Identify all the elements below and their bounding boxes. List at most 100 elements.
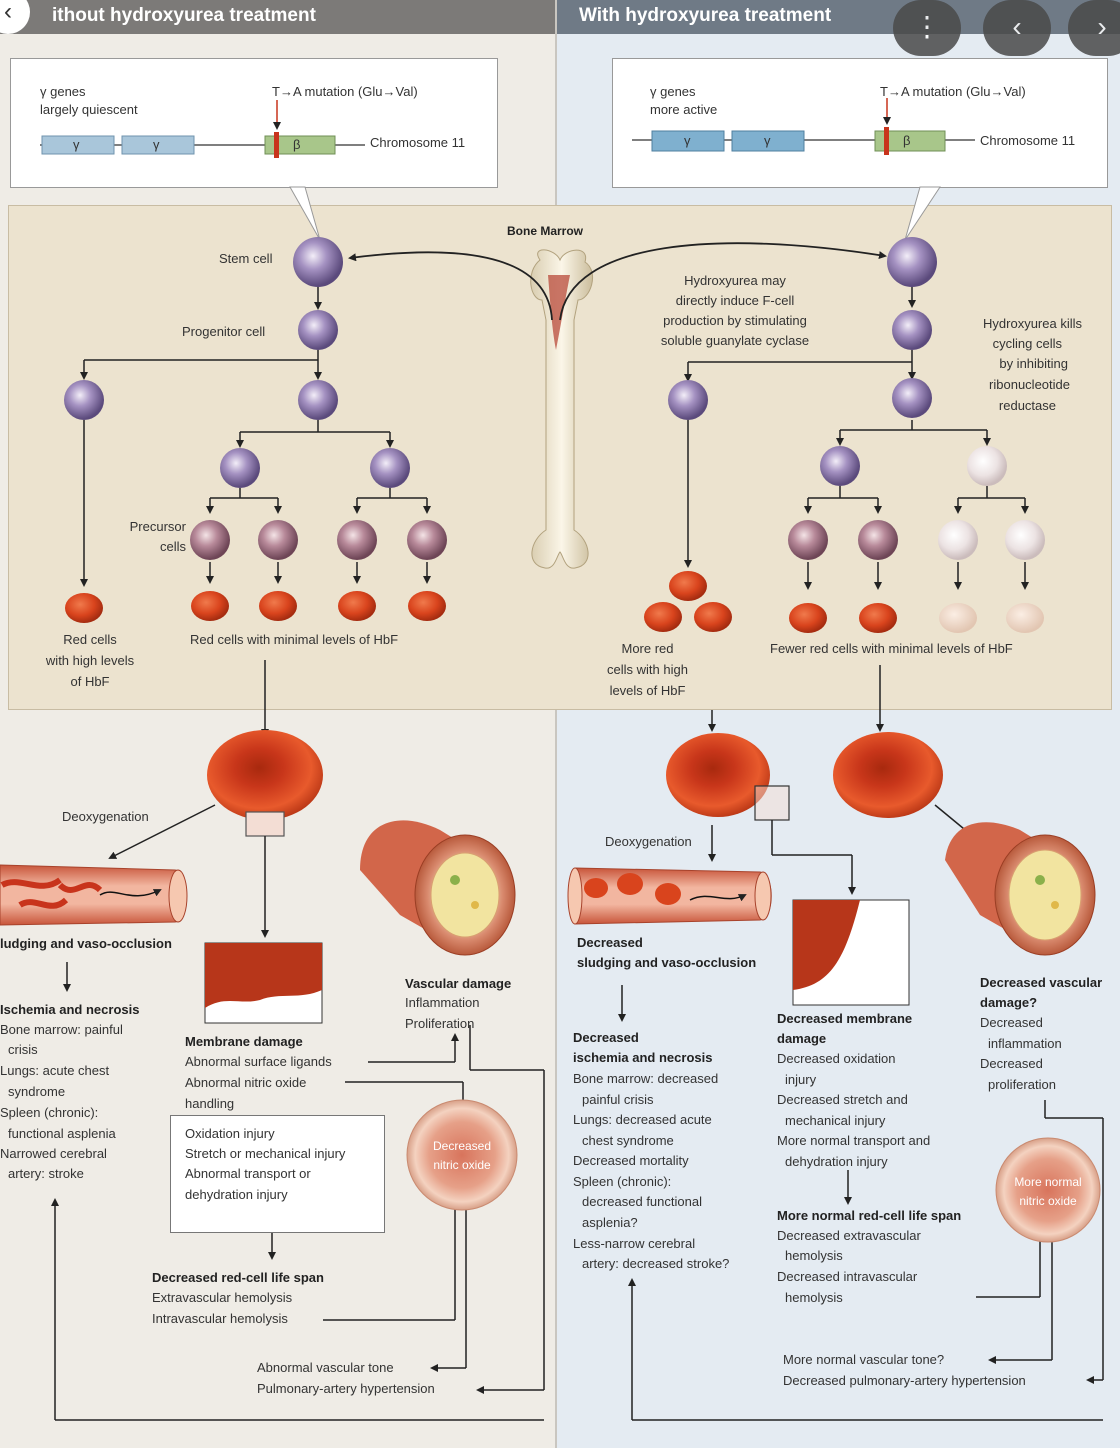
membrane-line: More normal transport and <box>777 1133 931 1148</box>
mutation-label: T→A mutation (Glu→Val) <box>880 84 1026 99</box>
more-options-button[interactable]: ⋮ <box>893 0 961 56</box>
ischemia-line: painful crisis <box>582 1092 654 1107</box>
outcome-line: Pulmonary-artery hypertension <box>257 1381 435 1396</box>
membrane-line: Abnormal nitric oxide <box>185 1075 307 1090</box>
outcome-line: Abnormal vascular tone <box>257 1360 394 1375</box>
sludging-label: ludging and vaso-occlusion <box>0 936 172 951</box>
lifespan-title: Decreased red-cell life span <box>152 1270 324 1285</box>
ischemia-line: syndrome <box>8 1084 66 1099</box>
vascular-line: Proliferation <box>405 1016 475 1031</box>
right-high-hbf-label: levels of HbF <box>609 683 686 698</box>
gamma-genes-note: largely quiescent <box>40 102 138 117</box>
lifespan-line: Intravascular hemolysis <box>152 1311 288 1326</box>
right-membrane-detail <box>792 899 910 1006</box>
progenitor-cell <box>220 448 260 488</box>
gamma-gene-box <box>731 130 805 152</box>
precursor-cells-label: cells <box>159 539 186 554</box>
injury-line: Oxidation injury <box>185 1126 275 1141</box>
mutation-marker <box>274 132 279 158</box>
red-cell <box>694 602 732 632</box>
ischemia-title: ischemia and necrosis <box>573 1050 713 1065</box>
lifespan-line: hemolysis <box>785 1290 843 1305</box>
kills-note: Hydroxyurea kills <box>983 316 1082 331</box>
beta-gene-label: β <box>293 137 301 152</box>
membrane-damage-title: damage <box>777 1031 827 1046</box>
left-panel-title: ithout hydroxyurea treatment <box>0 0 555 34</box>
gamma-gene-label: γ <box>684 133 691 148</box>
right-vessel-cross-section <box>945 822 1096 956</box>
precursor-cell <box>858 520 898 560</box>
left-sickled-vessel <box>0 864 188 926</box>
ischemia-line: artery: stroke <box>8 1166 84 1181</box>
previous-image-button[interactable]: ‹ <box>983 0 1051 56</box>
kills-note: reductase <box>998 398 1056 413</box>
right-nitric-oxide-vessel <box>995 1137 1101 1243</box>
deoxygenation-label: Deoxygenation <box>605 834 692 849</box>
nitric-oxide-label: nitric oxide <box>1019 1194 1077 1208</box>
beta-gene-box <box>874 130 946 152</box>
vascular-damage-title: Decreased vascular <box>980 975 1103 990</box>
vascular-line: proliferation <box>988 1077 1056 1092</box>
kills-note: by inhibiting <box>999 356 1068 371</box>
precursor-cell <box>258 520 298 560</box>
right-high-hbf-label: More red <box>621 641 674 656</box>
right-marrow-cells <box>644 237 1045 633</box>
gamma-gene-label: γ <box>764 133 771 148</box>
ischemia-title: Ischemia and necrosis <box>0 1002 140 1017</box>
ischemia-line: artery: decreased stroke? <box>582 1256 730 1271</box>
membrane-line: Decreased oxidation <box>777 1051 896 1066</box>
ischemia-line: Decreased mortality <box>573 1153 689 1168</box>
vascular-line: Inflammation <box>405 995 480 1010</box>
progenitor-cell <box>892 310 932 350</box>
sludging-label: sludging and vaso-occlusion <box>577 955 757 970</box>
left-membrane-detail <box>204 942 323 1024</box>
gamma-genes-note: γ genes <box>40 84 86 99</box>
injury-line: Abnormal transport or <box>185 1166 311 1181</box>
lifespan-line: Extravascular hemolysis <box>152 1290 293 1305</box>
ischemia-line: Less-narrow cerebral <box>573 1236 696 1251</box>
mutation-label: T→A mutation (Glu→Val) <box>272 84 418 99</box>
ischemia-line: Bone marrow: decreased <box>573 1071 719 1086</box>
membrane-line: Abnormal surface ligands <box>185 1054 332 1069</box>
killed-cell <box>1005 520 1045 560</box>
progenitor-cell <box>298 310 338 350</box>
vascular-damage-title: Vascular damage <box>405 976 512 991</box>
progenitor-cell-label: Progenitor cell <box>182 324 266 339</box>
right-chromosome-map <box>632 98 975 155</box>
kills-note: cycling cells <box>992 336 1062 351</box>
ischemia-title: Decreased <box>573 1030 639 1045</box>
membrane-line: dehydration injury <box>785 1154 888 1169</box>
membrane-line: handling <box>185 1096 235 1111</box>
red-cell <box>669 571 707 601</box>
gamma-gene-label: γ <box>153 137 160 152</box>
vascular-line: Decreased <box>980 1056 1043 1071</box>
progenitor-cell <box>64 380 104 420</box>
lifespan-line: Decreased intravascular <box>777 1269 918 1284</box>
precursor-cell <box>337 520 377 560</box>
red-cell <box>408 591 446 621</box>
injury-box <box>170 1115 385 1233</box>
precursor-cell <box>190 520 230 560</box>
membrane-line: injury <box>785 1072 817 1087</box>
next-image-button[interactable]: › <box>1068 0 1120 56</box>
red-cell <box>859 603 897 633</box>
bone-illustration <box>530 249 594 569</box>
panel-divider <box>555 0 557 1448</box>
kills-note: ribonucleotide <box>989 377 1070 392</box>
ischemia-line: Narrowed cerebral <box>0 1146 107 1161</box>
right-big-red-cells <box>666 732 943 821</box>
progenitor-cell <box>892 378 932 418</box>
outcome-line: More normal vascular tone? <box>783 1352 945 1367</box>
red-cell <box>191 591 229 621</box>
left-high-hbf-label: Red cells <box>63 632 117 647</box>
lifespan-line: Decreased extravascular <box>777 1228 921 1243</box>
left-chromosome-map <box>40 100 365 158</box>
left-big-red-cell <box>207 730 323 837</box>
left-gene-box <box>10 58 498 188</box>
lifespan-title: More normal red-cell life span <box>777 1208 962 1223</box>
right-minimal-hbf-label: Fewer red cells with minimal levels of H… <box>770 641 1013 656</box>
membrane-line: mechanical injury <box>785 1113 886 1128</box>
membrane-damage-title: Membrane damage <box>185 1034 303 1049</box>
gamma-gene-box <box>121 135 195 155</box>
